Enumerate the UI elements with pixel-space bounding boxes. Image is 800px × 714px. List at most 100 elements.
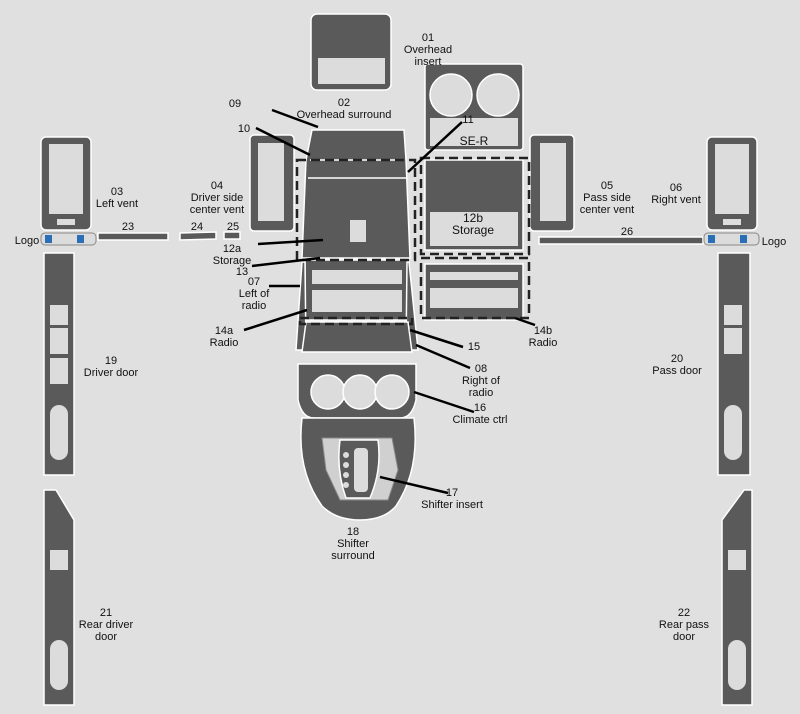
logo-left-text: Logo bbox=[14, 235, 40, 247]
label-logo-left: Logo bbox=[14, 235, 40, 247]
part-14a-num: 14a bbox=[214, 325, 234, 337]
part-07-name2: radio bbox=[241, 300, 267, 312]
part-20-pass-door bbox=[717, 252, 751, 476]
part-05-num: 05 bbox=[600, 180, 614, 192]
part-08-num: 08 bbox=[474, 363, 488, 375]
part-05-pass-center-vent bbox=[529, 134, 575, 232]
label-18: 18 Shifter surround bbox=[324, 526, 382, 562]
part-04-name2: center vent bbox=[189, 204, 245, 216]
part-11-se-r bbox=[424, 63, 524, 151]
label-17: 17 Shifter insert bbox=[412, 487, 492, 511]
part-22-num: 22 bbox=[677, 607, 691, 619]
part-14b-num: 14b bbox=[533, 325, 553, 337]
label-21: 21 Rear driver door bbox=[74, 607, 138, 643]
label-06: 06 Right vent bbox=[648, 182, 704, 206]
part-17-num: 17 bbox=[445, 487, 459, 499]
part-05-name: Pass side bbox=[583, 192, 631, 204]
label-25: 25 bbox=[224, 221, 242, 233]
leader-lines bbox=[243, 108, 536, 495]
part-21-num: 21 bbox=[99, 607, 113, 619]
part-12a-num: 12a bbox=[222, 243, 242, 255]
part-12b-num: 12b bbox=[462, 211, 484, 225]
dashed-outline-12a bbox=[295, 158, 417, 262]
part-03-left-vent bbox=[40, 136, 92, 231]
part-07-name: Left of bbox=[238, 288, 270, 300]
part-24-num: 24 bbox=[190, 221, 204, 233]
label-11-num: 11 bbox=[456, 114, 480, 126]
label-14a: 14a Radio bbox=[206, 325, 242, 349]
part-04-name: Driver side bbox=[190, 192, 244, 204]
part-18-num: 18 bbox=[346, 526, 360, 538]
label-26: 26 bbox=[618, 226, 636, 238]
label-02: 02 Overhead surround bbox=[284, 97, 404, 121]
dashed-outline-15 bbox=[298, 316, 414, 326]
part-03-name: Left vent bbox=[95, 198, 139, 210]
label-20: 20 Pass door bbox=[648, 353, 706, 377]
label-logo-right: Logo bbox=[760, 236, 788, 248]
part-22-rear-pass-door bbox=[721, 489, 753, 706]
part-06-name: Right vent bbox=[651, 194, 701, 206]
label-22: 22 Rear pass door bbox=[654, 607, 714, 643]
part-21-name: Rear driver bbox=[78, 619, 134, 631]
part-17-shifter-insert bbox=[338, 439, 380, 499]
part-05-name2: center vent bbox=[579, 204, 635, 216]
part-22-name: Rear pass bbox=[658, 619, 710, 631]
part-15-lower-stack bbox=[301, 321, 413, 353]
label-01: 01 Overhead insert bbox=[393, 32, 463, 68]
part-04-driver-center-vent bbox=[249, 134, 295, 232]
part-04-num: 04 bbox=[210, 180, 224, 192]
part-10-num: 10 bbox=[237, 123, 251, 135]
logo-right-badge bbox=[703, 232, 760, 246]
part-18-name2: surround bbox=[331, 550, 375, 562]
label-16: 16 Climate ctrl bbox=[446, 402, 514, 426]
part-02-num: 02 bbox=[337, 97, 351, 109]
label-05: 05 Pass side center vent bbox=[572, 180, 642, 216]
part-25-strip bbox=[223, 231, 241, 240]
label-19: 19 Driver door bbox=[78, 355, 144, 379]
part-12b-storage bbox=[424, 159, 524, 251]
part-22-name2: door bbox=[672, 631, 696, 643]
part-14b-radio bbox=[424, 263, 524, 321]
part-21-rear-driver-door bbox=[43, 489, 75, 706]
label-08: 08 Right of radio bbox=[458, 363, 504, 399]
part-11-name: SE-R bbox=[459, 134, 489, 148]
part-16-climate-ctrl bbox=[297, 363, 417, 419]
part-21-name2: door bbox=[94, 631, 118, 643]
part-26-strip bbox=[538, 236, 704, 245]
label-14b: 14b Radio bbox=[525, 325, 561, 349]
part-08-name: Right of bbox=[462, 375, 500, 387]
label-09: 09 bbox=[223, 98, 247, 110]
logo-right-text: Logo bbox=[761, 236, 787, 248]
label-12a: 12a Storage bbox=[208, 243, 256, 267]
part-12a-name: Storage bbox=[212, 255, 252, 267]
label-11-name: SE-R bbox=[452, 135, 496, 147]
part-15-num: 15 bbox=[467, 341, 481, 353]
part-02-name: Overhead surround bbox=[296, 109, 392, 121]
part-13-num: 13 bbox=[235, 266, 249, 278]
part-23-strip bbox=[97, 232, 169, 241]
part-26-num: 26 bbox=[620, 226, 634, 238]
part-20-num: 20 bbox=[670, 353, 684, 365]
part-12b-name: Storage bbox=[451, 223, 495, 237]
part-09-num: 09 bbox=[228, 98, 242, 110]
part-01-name: Overhead bbox=[403, 44, 453, 56]
part-17-name: Shifter insert bbox=[421, 499, 483, 511]
label-12b: 12b Storage bbox=[440, 212, 506, 236]
label-03: 03 Left vent bbox=[94, 186, 140, 210]
logo-left-badge bbox=[40, 232, 97, 246]
part-01-name2: insert bbox=[414, 56, 442, 68]
part-25-num: 25 bbox=[226, 221, 240, 233]
part-01-overhead-insert bbox=[310, 13, 392, 91]
part-19-driver-door bbox=[43, 252, 75, 476]
part-19-name: Driver door bbox=[83, 367, 139, 379]
part-06-right-vent bbox=[706, 136, 758, 231]
part-14a-radio bbox=[304, 259, 409, 321]
part-18-name: Shifter bbox=[337, 538, 369, 550]
part-14a-name: Radio bbox=[209, 337, 239, 349]
part-08-name2: radio bbox=[468, 387, 494, 399]
part-03-num: 03 bbox=[110, 186, 124, 198]
dashed-outline-12b bbox=[419, 156, 531, 256]
label-10: 10 bbox=[234, 123, 254, 135]
